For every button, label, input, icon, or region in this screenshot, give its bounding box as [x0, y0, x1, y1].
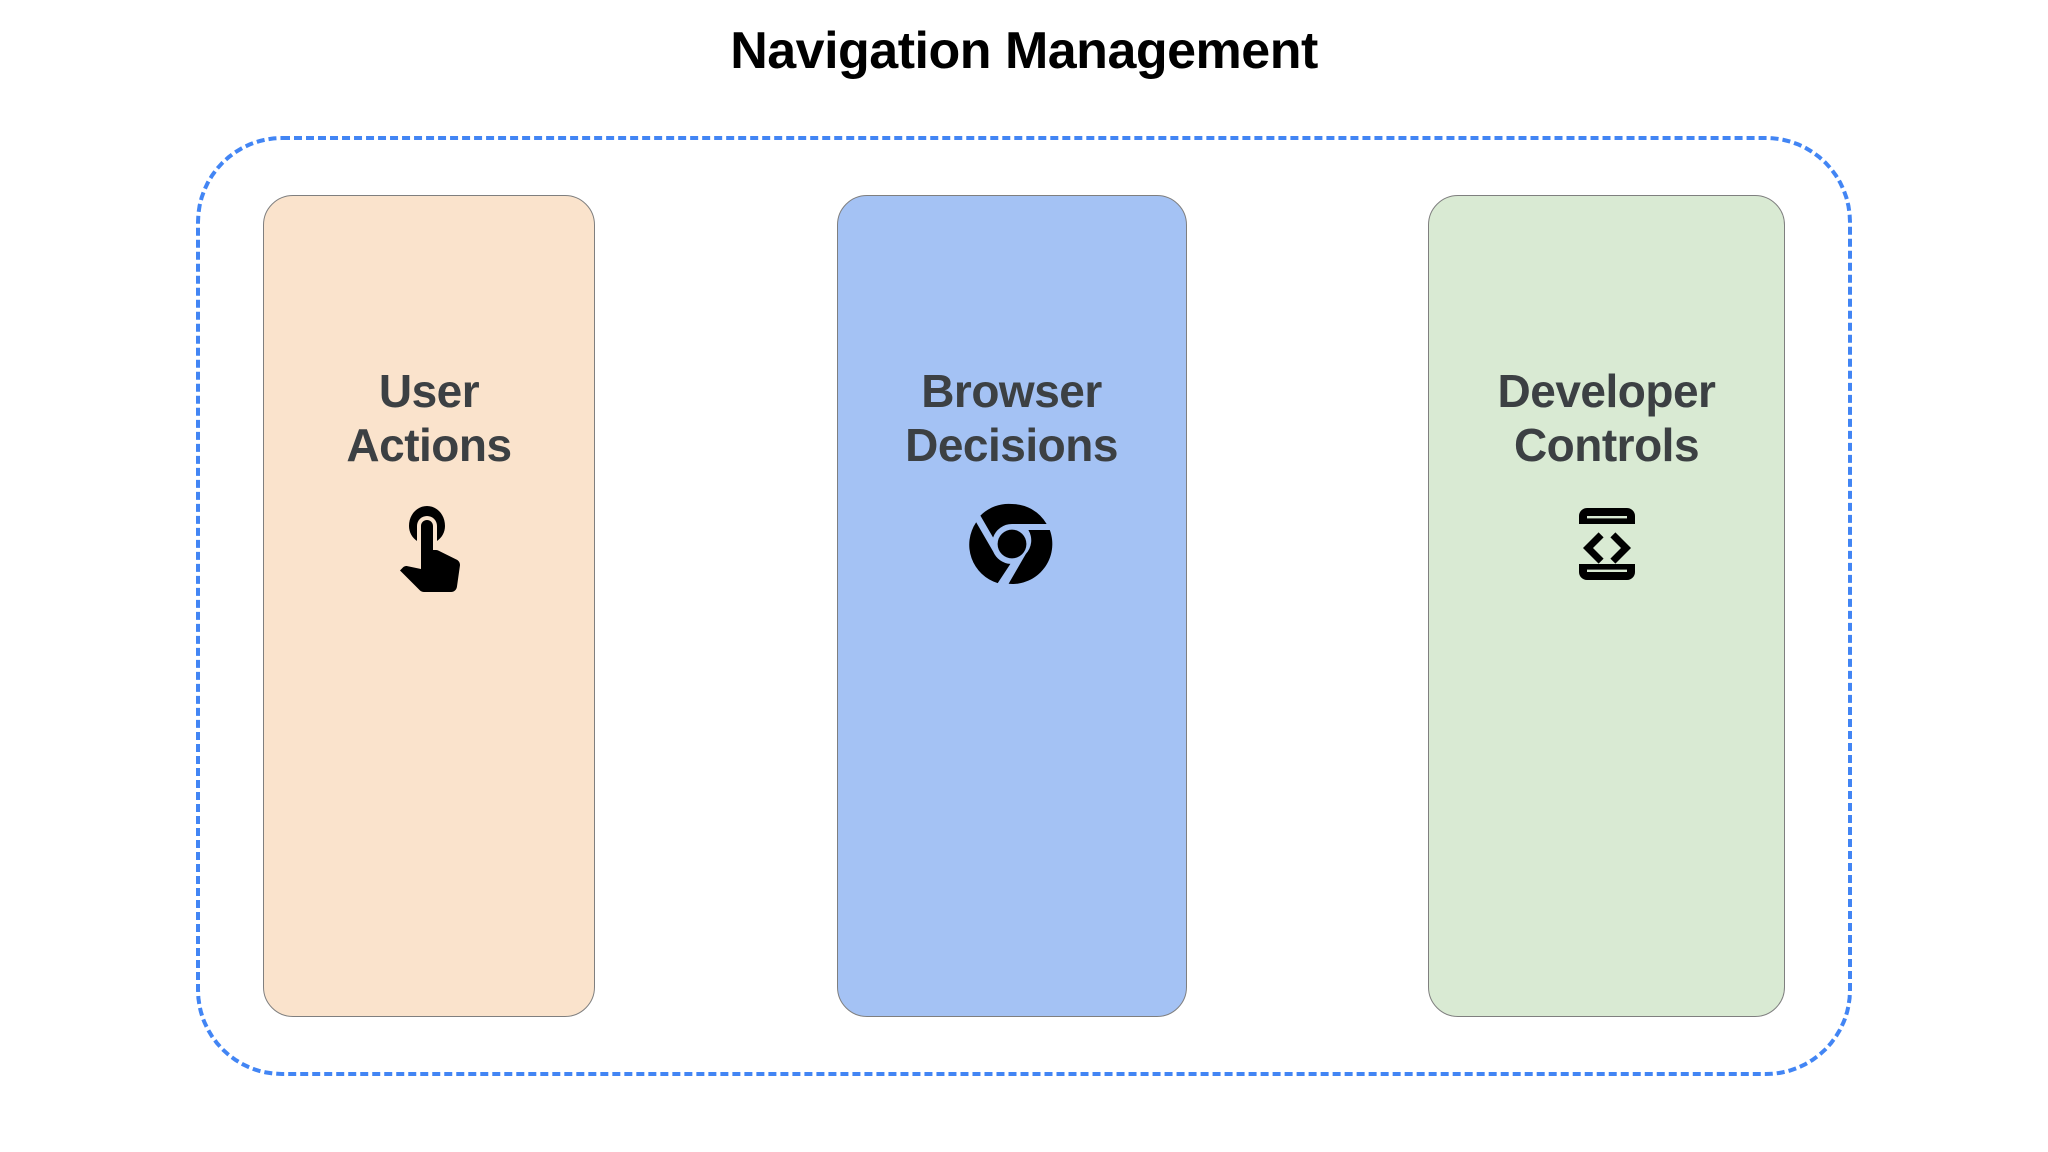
chrome-logo-icon — [838, 496, 1186, 592]
developer-mode-icon — [1429, 496, 1784, 592]
navigation-management-group-border — [196, 136, 1852, 1076]
card-user-actions-label: User Actions — [346, 365, 512, 472]
card-developer-controls-label: Developer Controls — [1497, 365, 1716, 472]
card-browser-decisions-label: Browser Decisions — [905, 365, 1118, 472]
page-title: Navigation Management — [730, 22, 1318, 80]
card-browser-decisions[interactable]: Browser Decisions — [836, 195, 1187, 1017]
card-user-actions[interactable]: User Actions — [263, 195, 595, 1017]
card-developer-controls[interactable]: Developer Controls — [1428, 195, 1785, 1017]
touch-gesture-icon — [264, 496, 594, 592]
card-row: User Actions Browser Decisions Developer… — [196, 136, 1852, 1076]
